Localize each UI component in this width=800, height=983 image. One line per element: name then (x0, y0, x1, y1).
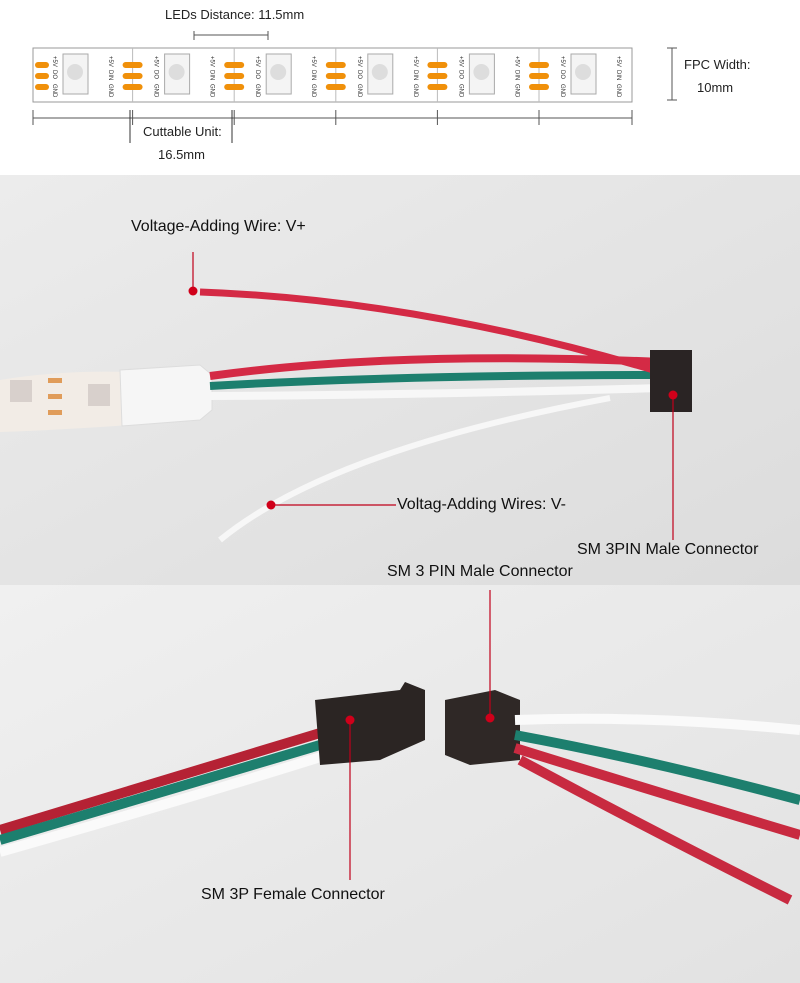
pad-label: DO (457, 70, 463, 79)
pad-label: +5V (615, 56, 621, 67)
pad-label: DO (559, 70, 565, 79)
solder-pad (35, 84, 49, 90)
pad-label: GND (559, 84, 565, 98)
solder-pad (529, 73, 549, 79)
led-lens (473, 64, 490, 80)
solder-pad (325, 84, 346, 90)
pad-label: GND (412, 84, 418, 98)
sm-3p-female-connector (315, 682, 425, 765)
pad-label: DIN (615, 70, 621, 80)
pad-label: GND (51, 84, 57, 98)
solder-pad (529, 62, 549, 68)
strip-with-wires (0, 288, 692, 543)
solder-pad (224, 73, 245, 79)
pad-label: DO (153, 70, 159, 79)
led-lens (67, 64, 83, 80)
led-distance-label: LEDs Distance: 11.5mm (165, 7, 305, 22)
pad-label: DO (356, 70, 362, 79)
led-strip-drawing: +5V DO GND +5V DIN GND +5V DO GND +5V DIN GND +5V DO G… (32, 31, 677, 143)
pad-label: +5V (412, 56, 418, 67)
bottom-photo-background (0, 585, 800, 983)
pad-label: +5V (559, 56, 565, 67)
led-chip (468, 53, 495, 95)
solder-pad (35, 73, 49, 79)
solder-pad (427, 62, 448, 68)
v-plus-label: Voltage-Adding Wire: V+ (131, 218, 306, 235)
fpc-width-label: FPC Width: (684, 57, 751, 72)
pad-label: GND (153, 84, 159, 98)
solder-pad (325, 73, 346, 79)
sm-3pin-male-connector-bottom (445, 690, 520, 765)
pad-label: DIN (513, 70, 519, 80)
pad-label: GND (310, 84, 316, 98)
pad-label: +5V (51, 56, 57, 67)
pad-label: GND (457, 84, 463, 98)
pad-label: GND (513, 84, 519, 98)
cuttable-unit-label: Cuttable Unit: (143, 124, 222, 139)
pad-label: +5V (457, 56, 463, 67)
solder-pad (427, 84, 448, 90)
led-lens (371, 64, 388, 80)
pad-label: DO (51, 70, 57, 79)
sm-3pin-male-connector-top (650, 350, 692, 412)
fpc-width-value: 10mm (697, 80, 734, 95)
pad-label: DIN (209, 70, 215, 80)
cuttable-unit-value: 16.5mm (158, 147, 205, 162)
led-lens (575, 64, 591, 80)
solder-pad (35, 62, 49, 68)
solder-pad (325, 62, 346, 68)
solder-pad (529, 84, 549, 90)
annotation-leaders (192, 252, 674, 880)
male-connector-label-bottom: SM 3 PIN Male Connector (387, 563, 573, 580)
pad-label: GND (356, 84, 362, 98)
pad-label: GND (107, 84, 113, 98)
pad-label: DIN (412, 70, 418, 80)
solder-pad (224, 62, 245, 68)
pad-label: GND (209, 84, 215, 98)
pad-label: DO (254, 70, 260, 79)
led-chip (367, 53, 394, 95)
solder-pad (122, 62, 143, 68)
led-lens (270, 64, 287, 80)
solder-pad (224, 84, 245, 90)
solder-pad (427, 73, 448, 79)
pad-label: +5V (153, 56, 159, 67)
led-lens (168, 64, 185, 80)
pad-label: GND (615, 84, 621, 98)
pad-label: +5V (254, 56, 260, 67)
pad-label: DIN (107, 70, 113, 80)
pad-label: +5V (356, 56, 362, 67)
female-connector-label: SM 3P Female Connector (201, 886, 385, 903)
pad-label: DIN (310, 70, 316, 80)
annotation-dots (188, 286, 678, 725)
pad-label: GND (254, 84, 260, 98)
solder-pad (122, 73, 143, 79)
connector-pair (0, 682, 800, 905)
pad-label: +5V (107, 56, 113, 67)
pad-label: +5V (513, 56, 519, 67)
pad-label: +5V (209, 56, 215, 67)
solder-pad (122, 84, 143, 90)
v-minus-label: Voltag-Adding Wires: V- (397, 496, 566, 513)
male-connector-label-top: SM 3PIN Male Connector (577, 541, 759, 558)
pad-label: +5V (310, 56, 316, 67)
